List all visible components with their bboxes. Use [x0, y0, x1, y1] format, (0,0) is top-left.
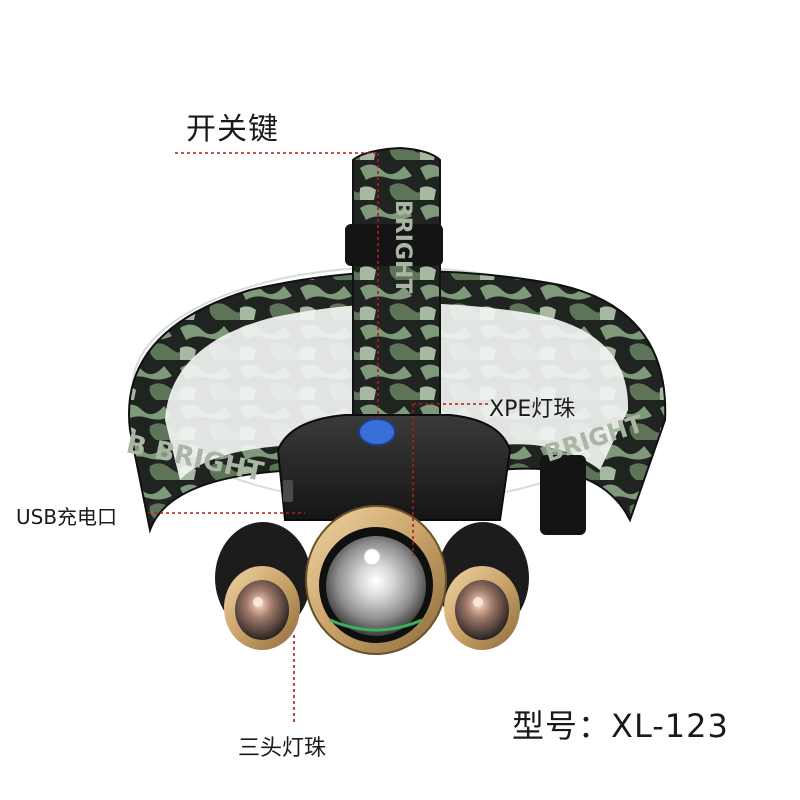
- lens-oring: [329, 618, 423, 632]
- power-switch-label: 开关键: [186, 112, 279, 147]
- three-heads-label: 三头灯珠: [238, 736, 327, 761]
- left-lamp-lens: [235, 580, 289, 640]
- model-value: XL-123: [611, 707, 729, 745]
- lamp-housing: [276, 414, 512, 521]
- xpe-led-label: XPE灯珠: [489, 397, 576, 422]
- usb-port-label: USB充电口: [16, 505, 118, 529]
- center-lamp-reflector: [326, 536, 426, 636]
- left-led-chip: [253, 597, 263, 607]
- callout-leader-lines: [148, 152, 488, 722]
- xpe-led-chip: [363, 548, 381, 566]
- strap-buckle-right: [540, 455, 586, 535]
- strap-buckle-top: [345, 224, 443, 266]
- model-label: 型号：: [512, 707, 612, 745]
- top-strap: [352, 146, 441, 431]
- right-lamp-lens: [455, 580, 509, 640]
- power-switch-button[interactable]: [358, 418, 396, 446]
- usb-port: [283, 480, 293, 502]
- strap-brand-top: BRIGHT: [390, 200, 415, 293]
- model-number: 型号：XL-123: [512, 701, 729, 747]
- right-led-chip: [473, 597, 483, 607]
